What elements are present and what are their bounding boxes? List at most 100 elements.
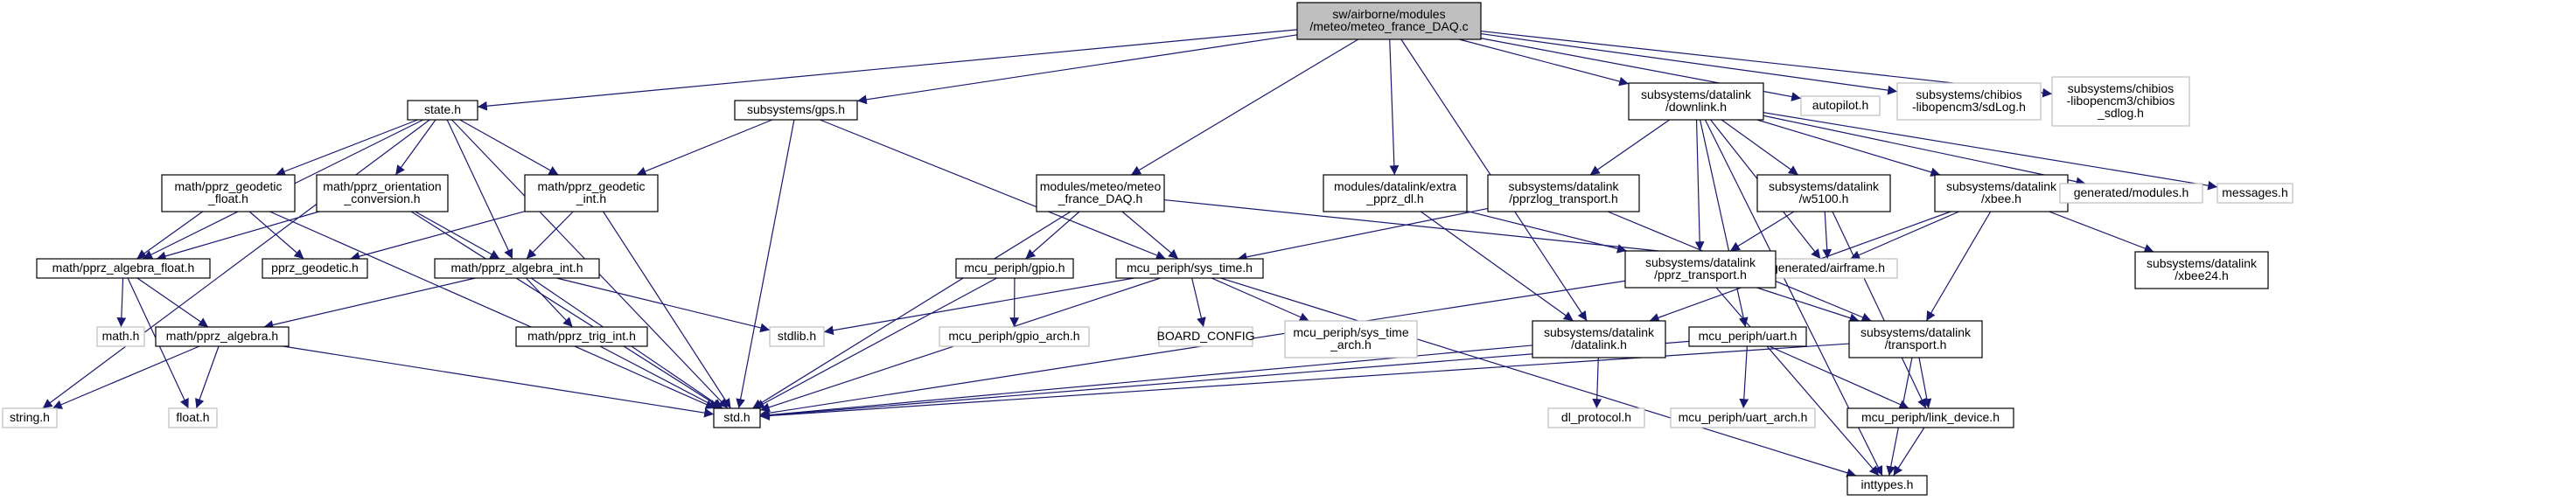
node-label: std.h bbox=[723, 410, 750, 424]
edge-alg-to-floath bbox=[195, 345, 220, 409]
node-label: /meteo/meteo_france_DAQ.c bbox=[1309, 19, 1468, 33]
node-label: generated/modules.h bbox=[2074, 185, 2189, 199]
node-algfloat[interactable]: math/pprz_algebra_float.h bbox=[36, 258, 211, 279]
node-box bbox=[96, 326, 145, 347]
node-dldatalink[interactable]: subsystems/datalink/datalink.h bbox=[1532, 320, 1666, 358]
node-box bbox=[1756, 174, 1891, 212]
node-label: subsystems/datalink bbox=[1769, 179, 1880, 193]
node-gpio[interactable]: mcu_periph/gpio.h bbox=[955, 258, 1074, 279]
node-autopilot: autopilot.h bbox=[1800, 95, 1881, 116]
node-label: -libopencm3/sdLog.h bbox=[1912, 100, 2026, 114]
node-label: _int.h bbox=[576, 191, 606, 205]
node-label: subsystems/datalink bbox=[1641, 87, 1752, 101]
node-box bbox=[2059, 183, 2203, 204]
node-uart[interactable]: mcu_periph/uart.h bbox=[1688, 326, 1807, 347]
node-box bbox=[262, 258, 368, 279]
node-genairframe: generated/airframe.h bbox=[1758, 258, 1898, 279]
edge-pprzlog-to-systime bbox=[1237, 207, 1489, 262]
node-geofloat[interactable]: math/pprz_geodetic_float.h bbox=[161, 174, 296, 212]
node-downlink[interactable]: subsystems/datalink/downlink.h bbox=[1628, 82, 1764, 121]
edge-algint-to-trig bbox=[526, 277, 573, 328]
node-label: /pprzlog_transport.h bbox=[1509, 191, 1618, 205]
edge-root-to-extradl bbox=[1389, 38, 1400, 176]
node-w5100[interactable]: subsystems/datalink/w5100.h bbox=[1756, 174, 1891, 212]
node-systime[interactable]: mcu_periph/sys_time.h bbox=[1115, 258, 1264, 279]
edge-gps-to-systime bbox=[820, 119, 1166, 260]
edge-trig-to-stdh bbox=[599, 345, 719, 409]
node-pprzlog[interactable]: subsystems/datalink/pprzlog_transport.h bbox=[1487, 174, 1640, 212]
edge-downlink-to-pprzlog bbox=[1589, 119, 1671, 176]
edge-pprztransport-to-stdh bbox=[759, 280, 1626, 418]
node-extradl[interactable]: modules/datalink/extra_pprz_dl.h bbox=[1323, 174, 1468, 212]
node-stdh[interactable]: std.h bbox=[713, 407, 761, 428]
edge-orient-to-stdh bbox=[410, 211, 723, 409]
node-box bbox=[161, 174, 296, 212]
edge-algfloat-to-mathh bbox=[116, 277, 127, 328]
node-label: subsystems/datalink bbox=[1544, 325, 1655, 339]
node-box bbox=[1158, 326, 1253, 347]
node-box bbox=[1115, 258, 1264, 279]
node-label: math/pprz_algebra_float.h bbox=[52, 261, 195, 275]
node-box bbox=[407, 100, 478, 121]
edge-root-to-downlink bbox=[1458, 38, 1630, 87]
edge-downlink-to-pprztransport bbox=[1694, 119, 1705, 252]
edge-transport-to-stdh bbox=[759, 343, 1850, 421]
node-box bbox=[955, 258, 1074, 279]
node-box bbox=[1532, 320, 1666, 358]
node-orient[interactable]: math/pprz_orientation_conversion.h bbox=[316, 174, 449, 212]
node-label: subsystems/datalink bbox=[1645, 255, 1756, 269]
node-box bbox=[1846, 407, 2014, 428]
edge-geofloat-to-stdh bbox=[269, 211, 716, 409]
edge-downlink-to-uart bbox=[1700, 119, 1749, 328]
node-transport[interactable]: subsystems/datalink/transport.h bbox=[1848, 320, 1983, 358]
node-mathh: math.h bbox=[96, 326, 145, 347]
node-algint[interactable]: math/pprz_algebra_int.h bbox=[434, 258, 600, 279]
node-systimearch: mcu_periph/sys_time_arch.h bbox=[1284, 320, 1418, 358]
node-label: _float.h bbox=[207, 191, 248, 205]
node-dlprotocol: dl_protocol.h bbox=[1547, 407, 1645, 428]
edge-gpio-to-stdh bbox=[754, 277, 997, 409]
node-box bbox=[1846, 475, 1928, 496]
node-xbee[interactable]: subsystems/datalink/xbee.h bbox=[1934, 174, 2069, 212]
node-label: _conversion.h bbox=[343, 191, 420, 205]
node-label: /pprz_transport.h bbox=[1654, 268, 1747, 282]
node-box bbox=[1624, 250, 1777, 289]
edge-uart-to-uartarch bbox=[1739, 345, 1749, 409]
edge-root-to-state bbox=[477, 29, 1298, 111]
node-label: /downlink.h bbox=[1665, 100, 1727, 114]
node-pprztransport[interactable]: subsystems/datalink/pprz_transport.h bbox=[1624, 250, 1777, 289]
node-inttypes[interactable]: inttypes.h bbox=[1846, 475, 1928, 496]
node-label: math/pprz_algebra.h bbox=[166, 329, 278, 343]
node-gps[interactable]: subsystems/gps.h bbox=[734, 100, 858, 121]
node-box bbox=[1628, 82, 1764, 121]
edge-algint-to-alg bbox=[263, 277, 476, 330]
node-trig[interactable]: math/pprz_trig_int.h bbox=[515, 326, 648, 347]
edge-pprztransport-to-inttypes bbox=[1715, 287, 1880, 477]
node-root[interactable]: sw/airborne/modules/meteo/meteo_france_D… bbox=[1296, 2, 1482, 40]
node-box bbox=[1487, 174, 1640, 212]
node-mfdaq[interactable]: modules/meteo/meteo_france_DAQ.h bbox=[1036, 174, 1165, 212]
node-linkdev[interactable]: mcu_periph/link_device.h bbox=[1846, 407, 2014, 428]
node-geodetic[interactable]: pprz_geodetic.h bbox=[262, 258, 368, 279]
node-state[interactable]: state.h bbox=[407, 100, 478, 121]
edge-xbee-to-transport bbox=[1925, 211, 1992, 322]
node-box bbox=[1296, 2, 1482, 40]
edge-w5100-to-linkdev bbox=[1832, 211, 1927, 409]
edge-geoint-to-algint bbox=[526, 211, 574, 260]
node-sdlog: subsystems/chibios-libopencm3/sdLog.h bbox=[1896, 82, 2042, 121]
node-box bbox=[1547, 407, 1645, 428]
edge-algfloat-to-alg bbox=[136, 277, 209, 328]
edge-state-to-geofloat bbox=[275, 119, 418, 177]
node-box bbox=[168, 407, 218, 428]
node-geoint[interactable]: math/pprz_geodetic_int.h bbox=[524, 174, 659, 212]
edge-gps-to-stdh bbox=[736, 119, 795, 409]
node-label: sw/airborne/modules bbox=[1332, 7, 1445, 21]
node-box bbox=[515, 326, 648, 347]
edge-alg-to-stdh bbox=[283, 345, 715, 418]
edge-mfdaq-to-gpio bbox=[1025, 211, 1080, 260]
node-xbee24[interactable]: subsystems/datalink/xbee24.h bbox=[2134, 251, 2269, 289]
edge-root-to-mfdaq bbox=[1130, 38, 1359, 176]
edge-transport-to-linkdev bbox=[1918, 357, 1932, 409]
node-alg[interactable]: math/pprz_algebra.h bbox=[155, 326, 290, 347]
